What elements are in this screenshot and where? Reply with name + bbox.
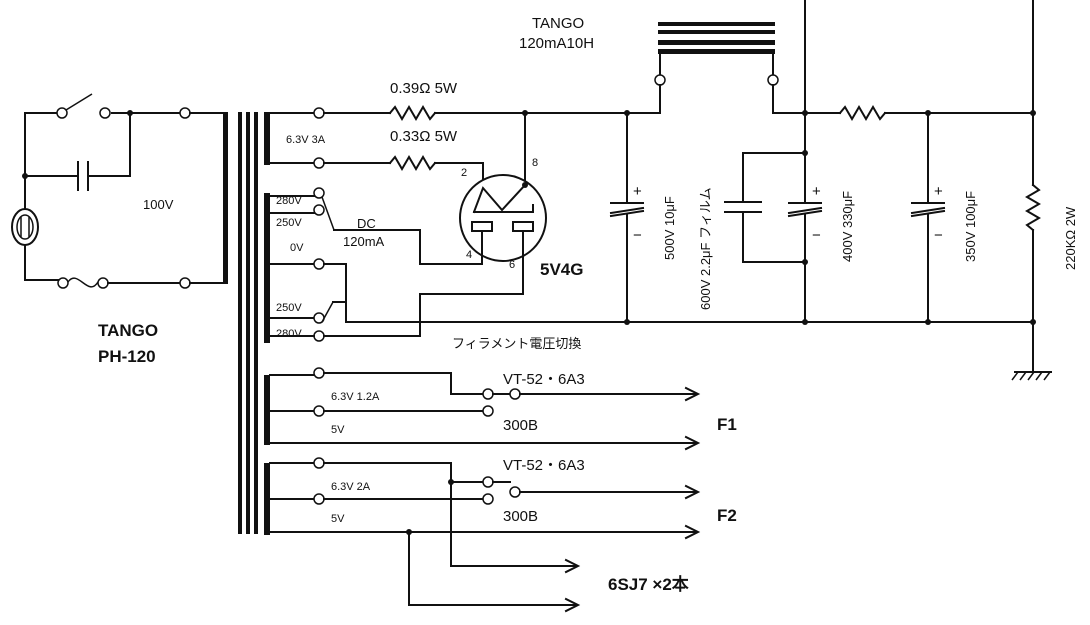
capacitor-c1: + − 500V 10μF	[609, 110, 677, 325]
transformer-model: PH-120	[98, 347, 156, 366]
ht-winding-taps: 280V 250V 0V 250V 280V DC 120mA フィラメント電圧…	[269, 187, 628, 351]
pin-6-label: 6	[509, 259, 515, 271]
f1-tap-5v-label: 5V	[331, 424, 345, 436]
power-transformer: TANGO PH-120	[98, 112, 270, 535]
choke-spec-label: 120mA10H	[519, 35, 594, 52]
dropping-resistor	[838, 105, 887, 121]
transformer-maker: TANGO	[98, 321, 158, 340]
winding-f1	[264, 375, 270, 445]
c2-label: 600V 2.2μF フィルム	[698, 187, 713, 310]
svg-text:−: −	[812, 227, 821, 244]
tap-280v-bottom: 280V	[276, 328, 302, 340]
capacitor-c2-c3: + − 600V 2.2μF フィルム 400V 330μF	[698, 110, 855, 325]
ht-selector-top	[321, 196, 335, 231]
f2-tap-5v-label: 5V	[331, 513, 345, 525]
rectifier-filament-circuit: 0.39Ω 5W 0.33Ω 5W 6.3V 3A	[269, 80, 628, 191]
ac-input-section: 100V	[11, 93, 225, 289]
dc-current-label: 120mA	[343, 234, 385, 249]
tube-envelope	[459, 174, 547, 262]
choke-tango	[654, 22, 779, 114]
tube-plate-right	[512, 221, 534, 232]
tap-0v: 0V	[290, 242, 304, 254]
f1-arrow-2	[684, 435, 701, 451]
bleeder-resistor: 220KΩ 2W	[1011, 110, 1078, 381]
c3-label: 400V 330μF	[840, 191, 855, 262]
tap-280v-top: 280V	[276, 195, 302, 207]
power-switch-blade	[65, 93, 93, 111]
f1-vt52-label: VT-52・6A3	[503, 371, 585, 388]
capacitor-c4: + − 350V 100μF	[910, 110, 978, 325]
pin-2-label: 2	[461, 167, 467, 179]
f1-tap-6v3-label: 6.3V 1.2A	[331, 391, 380, 403]
f1-arrow-1	[684, 386, 701, 402]
pilot-lamp	[11, 208, 39, 246]
f2-300b-label: 300B	[503, 508, 538, 525]
svg-text:+: +	[812, 183, 821, 200]
pin-8-label: 8	[532, 157, 538, 169]
fuse-symbol	[67, 277, 99, 288]
filament-f1: 6.3V 1.2A 5V VT-52・6A3 300B F1	[269, 367, 737, 451]
filter-section: TANGO 120mA10H + − 500V 10μF	[519, 0, 1078, 381]
tap-6v3-3a-label: 6.3V 3A	[286, 134, 326, 146]
ac-voltage-label: 100V	[143, 197, 174, 212]
f1-300b-label: 300B	[503, 417, 538, 434]
power-switch-terminal-right	[99, 107, 111, 119]
pin-4-label: 4	[466, 249, 472, 261]
resistor-0-39-ohm-label: 0.39Ω 5W	[390, 80, 458, 97]
c4-label: 350V 100μF	[963, 191, 978, 262]
winding-ht	[264, 193, 270, 343]
svg-text:−: −	[633, 227, 642, 244]
bleeder-label: 220KΩ 2W	[1063, 206, 1078, 270]
winding-f2	[264, 463, 270, 535]
f2-arrow-2	[684, 524, 701, 540]
winding-6v3-3a	[264, 112, 270, 165]
power-switch-terminal-left	[56, 107, 68, 119]
dc-label: DC	[357, 216, 376, 231]
svg-text:−: −	[934, 227, 943, 244]
heater-6sj7-label: 6SJ7 ×2本	[608, 574, 689, 594]
rectifier-tube-5v4g: 2 4 6 8 5V4G	[459, 157, 583, 295]
resistor-0-33-ohm	[388, 155, 437, 171]
svg-text:+: +	[633, 183, 642, 200]
ht-selector-bottom	[321, 301, 334, 323]
film-capacitor	[724, 201, 762, 213]
filament-switch-label: フィラメント電圧切換	[452, 336, 581, 351]
filament-f2: 6.3V 2A 5V VT-52・6A3 300B F2 6SJ7 ×2本	[269, 457, 737, 613]
f2-tap-6v3-label: 6.3V 2A	[331, 481, 371, 493]
c1-label: 500V 10μF	[662, 196, 677, 260]
resistor-0-33-ohm-label: 0.33Ω 5W	[390, 128, 458, 145]
primary-winding	[223, 112, 228, 284]
choke-maker-label: TANGO	[532, 15, 584, 32]
f2-arrow-1	[684, 484, 701, 500]
f1-label: F1	[717, 415, 737, 434]
tube-plate-left	[471, 221, 493, 232]
f2-vt52-label: VT-52・6A3	[503, 457, 585, 474]
f2-label: F2	[717, 506, 737, 525]
svg-text:+: +	[934, 183, 943, 200]
resistor-0-39-ohm	[388, 105, 437, 121]
tap-250v-top: 250V	[276, 217, 302, 229]
tap-250v-bottom: 250V	[276, 302, 302, 314]
rectifier-type-label: 5V4G	[540, 260, 583, 279]
